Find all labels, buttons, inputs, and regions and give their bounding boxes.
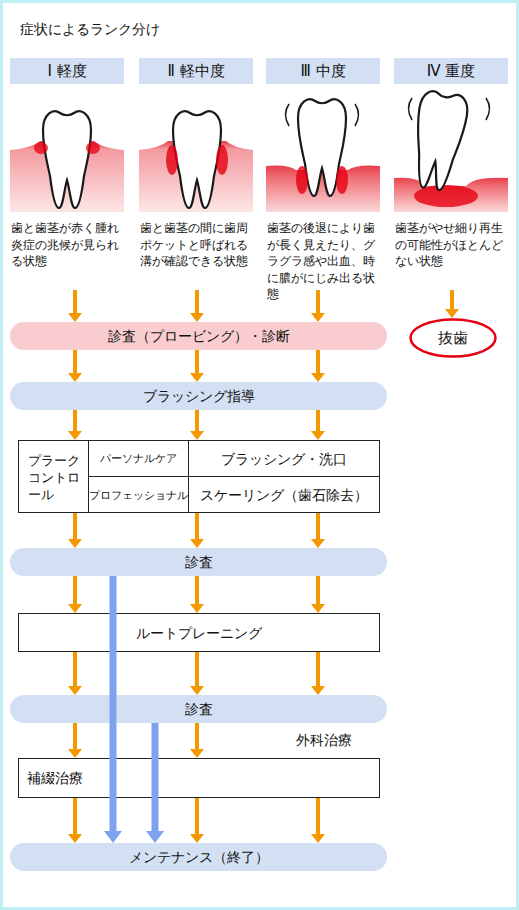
tooth: [43, 111, 91, 208]
stage-description: 歯茎がやせ細り再生の可能性がほとんどない状態: [395, 220, 512, 270]
flow-arrow: [316, 350, 320, 373]
flow-arrow: [316, 290, 320, 313]
cell-text: スケーリング（歯石除去）: [189, 486, 379, 504]
wobble-mark: [355, 104, 359, 126]
cell-text: ブラッシング・洗口: [189, 450, 379, 468]
box-text: 補綴治療: [27, 769, 83, 787]
flow-arrow: [73, 576, 77, 604]
flow-arrow: [195, 350, 199, 373]
cell-text: パーソナルケア: [89, 452, 188, 466]
wobble-mark: [486, 98, 490, 120]
stage-column: Ⅲ 中度歯茎の後退により歯が長く見えたり、グラグラ感や出血、時に膿がにじみ出る状…: [266, 58, 380, 290]
process-box: 補綴治療: [18, 758, 380, 798]
table-heading: プラークコントロール: [28, 451, 84, 502]
band-text: 診査（プロービング）・診断: [10, 327, 387, 345]
flow-arrow: [73, 290, 77, 313]
flow-arrow: [195, 513, 199, 539]
flow-arrow: [195, 410, 199, 431]
table-cell: スケーリング（歯石除去）: [188, 477, 379, 512]
flow-arrow: [73, 652, 77, 686]
gum: [394, 178, 508, 212]
flow-arrow: [73, 410, 77, 431]
stage-column: Ⅰ 軽度歯と歯茎が赤く腫れ炎症の兆候が見られる状態: [10, 58, 124, 290]
stage-heading: Ⅰ 軽度: [10, 58, 124, 84]
flow-arrow: [316, 513, 320, 539]
table-box: プラークコントロールパーソナルケアブラッシング・洗口プロフェッショナルスケーリン…: [18, 440, 380, 513]
table-cell: プロフェッショナル: [88, 477, 188, 512]
process-band: 診査: [10, 548, 387, 576]
annotation-label: 外科治療: [296, 731, 352, 749]
stage-column: Ⅳ 重度歯茎がやせ細り再生の可能性がほとんどない状態: [394, 58, 508, 290]
flow-arrow: [195, 576, 199, 604]
wobble-mark: [286, 104, 290, 126]
flow-arrow: [73, 723, 77, 749]
flow-arrow: [316, 798, 320, 834]
wobble-mark: [409, 98, 413, 120]
stage-2-illustration: [139, 111, 253, 212]
connector-group: [75, 290, 452, 834]
stage-description: 歯と歯茎の間に歯周ポケットと呼ばれる溝が確認できる状態: [140, 220, 257, 270]
process-band: ブラッシング指導: [10, 382, 387, 410]
flow-arrow: [195, 290, 199, 313]
process-band: 診査（プロービング）・診断: [10, 322, 387, 350]
skip-arrow: [152, 723, 159, 831]
stage-4-illustration: [394, 90, 508, 212]
stage-heading: Ⅳ 重度: [394, 58, 508, 84]
flow-arrow: [450, 290, 454, 309]
flow-arrow: [73, 513, 77, 539]
cell-text: プロフェッショナル: [89, 488, 188, 502]
tooth: [407, 90, 470, 193]
table-cell: パーソナルケア: [88, 441, 188, 477]
process-box: ルートプレーニング: [18, 613, 380, 652]
stage-3-illustration: [266, 99, 380, 212]
periodontal-pocket: [296, 166, 308, 194]
periodontal-pocket: [336, 166, 348, 194]
flow-arrow: [195, 723, 199, 749]
inflammation: [86, 142, 100, 154]
periodontal-pocket: [216, 145, 228, 175]
periodontal-pocket: [166, 145, 178, 175]
process-band: 診査: [10, 695, 387, 723]
flow-arrow: [73, 798, 77, 834]
terminal-ellipse: 抜歯: [409, 318, 497, 358]
stage-heading: Ⅱ 軽中度: [139, 58, 253, 84]
process-band: メンテナンス（終了）: [10, 843, 387, 871]
stage-1-illustration: [10, 111, 124, 212]
stage-heading: Ⅲ 中度: [266, 58, 380, 84]
flow-arrow: [316, 576, 320, 604]
diagram-title: 症状によるランク分け: [20, 20, 160, 38]
skip-arrow: [110, 576, 117, 831]
box-text: ルートプレーニング: [19, 624, 379, 642]
stage-column: Ⅱ 軽中度歯と歯茎の間に歯周ポケットと呼ばれる溝が確認できる状態: [139, 58, 253, 290]
stage-description: 歯茎の後退により歯が長く見えたり、グラグラ感や出血、時に膿がにじみ出る状態: [267, 220, 384, 303]
band-text: ブラッシング指導: [10, 387, 387, 405]
band-text: 診査: [10, 553, 387, 571]
band-text: メンテナンス（終了）: [10, 848, 387, 866]
flow-arrow: [195, 798, 199, 834]
band-text: 診査: [10, 700, 387, 718]
flow-arrow: [316, 410, 320, 431]
flow-arrow: [73, 350, 77, 373]
flow-arrow: [316, 652, 320, 686]
tooth: [173, 111, 221, 208]
flow-arrow: [195, 652, 199, 686]
table-cell: ブラッシング・洗口: [188, 441, 379, 477]
inflammation: [34, 142, 48, 154]
terminal-text: 抜歯: [409, 329, 497, 347]
stage-description: 歯と歯茎が赤く腫れ炎症の兆候が見られる状態: [11, 220, 128, 270]
